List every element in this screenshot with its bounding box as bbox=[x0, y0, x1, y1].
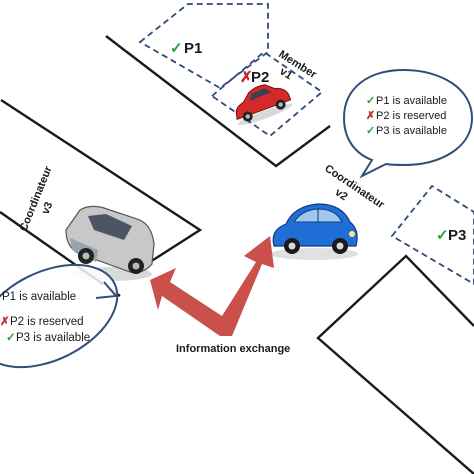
check-icon: ✓ bbox=[170, 40, 183, 57]
label-coordinateur-v3: Coordinateur v3 bbox=[18, 164, 56, 233]
bubble-v2-item: P1 is available bbox=[376, 95, 447, 107]
parking-spot-p2 bbox=[210, 50, 324, 138]
check-icon: ✓ bbox=[366, 125, 375, 137]
check-icon: ✓ bbox=[366, 95, 375, 107]
bubble-v2-shape bbox=[342, 68, 474, 179]
information-exchange-label: Information exchange bbox=[176, 343, 290, 355]
check-icon: ✓ bbox=[436, 227, 449, 244]
spot-p3-label: P3 bbox=[448, 227, 466, 244]
parking-spot-p1 bbox=[138, 3, 269, 90]
check-icon: ✓ bbox=[6, 332, 16, 344]
road-edge-right bbox=[316, 254, 474, 474]
bubble-v2: ✓ P1 is available ✗ P2 is reserved ✓ P3 … bbox=[342, 68, 474, 179]
spot-label-p1: ✓ P1 bbox=[170, 40, 202, 57]
cross-icon: ✗ bbox=[0, 315, 10, 328]
bubble-v3-item: P1 is available bbox=[2, 291, 76, 303]
bubble-v3-list: P1 is available ✗ P2 is reserved ✓ P3 is… bbox=[0, 291, 90, 344]
information-exchange-arrow bbox=[150, 236, 274, 336]
bubble-v3: P1 is available ✗ P2 is reserved ✓ P3 is… bbox=[0, 263, 119, 369]
coordinateur-v3-line2: v3 bbox=[40, 200, 56, 216]
bubble-v3-item: P3 is available bbox=[16, 332, 90, 344]
coordinateur-v3-line1: Coordinateur bbox=[18, 164, 55, 233]
road-edge-top bbox=[105, 35, 331, 168]
bubble-v2-item: P3 is available bbox=[376, 125, 447, 137]
spot-label-p2: ✗ P2 bbox=[240, 69, 269, 86]
member-v1-line2: v1 bbox=[277, 66, 294, 83]
bubble-v3-item: P2 is reserved bbox=[10, 316, 84, 328]
red-car-icon bbox=[235, 84, 293, 126]
bubble-v3-tail bbox=[95, 281, 119, 299]
road-lines bbox=[0, 35, 474, 474]
spot-label-p3: ✓ P3 bbox=[436, 227, 466, 244]
cross-icon: ✗ bbox=[366, 110, 375, 122]
blue-car-icon bbox=[270, 203, 358, 260]
cross-icon: ✗ bbox=[240, 69, 253, 86]
spot-p1-label: P1 bbox=[184, 40, 202, 57]
bubble-v2-list: ✓ P1 is available ✗ P2 is reserved ✓ P3 … bbox=[366, 95, 447, 137]
coordinateur-v2-line1: Coordinateur bbox=[322, 163, 387, 212]
road-edge-left bbox=[0, 98, 203, 264]
label-member-v1: Member v1 bbox=[276, 48, 319, 83]
bubble-v2-item: P2 is reserved bbox=[376, 110, 446, 122]
bubble-v3-shape bbox=[0, 263, 119, 369]
double-arrow-icon bbox=[150, 236, 274, 336]
coordinateur-v2-line2: v2 bbox=[333, 186, 350, 203]
parking-spot-p3 bbox=[390, 184, 474, 286]
spot-p2-label: P2 bbox=[251, 69, 269, 86]
parking-spots bbox=[138, 3, 474, 286]
